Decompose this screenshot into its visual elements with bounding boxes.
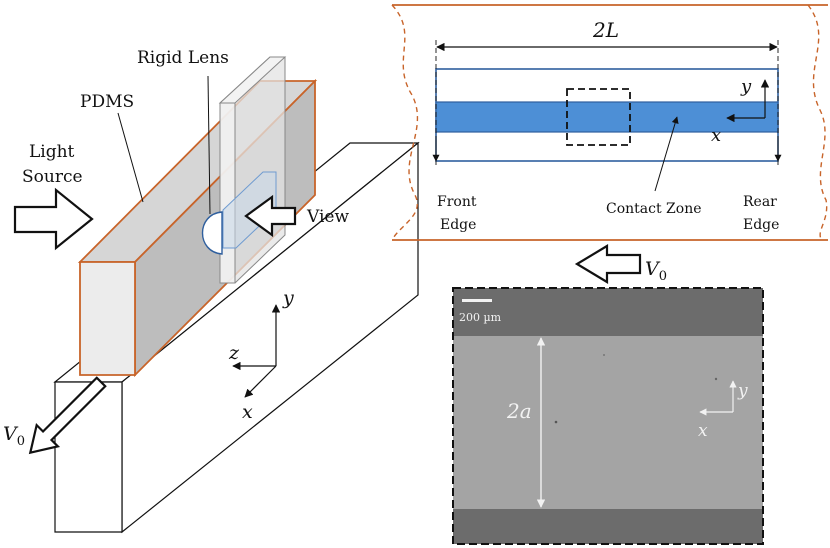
length-label: 2L: [592, 18, 619, 42]
rear-edge-label-2: Edge: [743, 217, 779, 233]
width-label: 2a: [506, 399, 532, 423]
axes-3d: [232, 304, 281, 398]
axis-x-label-schematic: x: [711, 125, 721, 146]
axis-x-3d: [244, 365, 277, 398]
velocity-arrow-right: [574, 244, 642, 284]
contact-schematic: 2L y x Front Edge Contact Zone Rear Edge: [391, 4, 828, 241]
speck: [554, 420, 558, 424]
lens-hemisphere: [201, 211, 223, 255]
contact-zone-band: [435, 101, 779, 133]
speck: [714, 377, 718, 381]
pdms-label: PDMS: [80, 92, 134, 112]
pdms-leader: [117, 112, 144, 203]
light-source-arrow: [13, 187, 94, 251]
view-label: View: [306, 207, 349, 227]
micrograph-dark-band-bottom: [453, 509, 763, 544]
lens-plate-edge: [219, 102, 236, 284]
scale-bar-label: 200 µm: [459, 311, 502, 324]
light-source-label-1: Light: [29, 142, 75, 162]
micrograph-frame: [452, 287, 764, 545]
axis-y-label-schematic: y: [740, 76, 752, 97]
speck: [603, 354, 605, 356]
lens-plate-top: [218, 56, 287, 104]
observation-window: [566, 88, 631, 146]
setup-3d: Rigid Lens PDMS Light Source View y z x …: [3, 48, 420, 534]
contact-zone-leader: [654, 116, 679, 192]
contact-zone-label: Contact Zone: [606, 201, 702, 217]
axis-z-label-3d: z: [228, 342, 240, 364]
front-edge-label-1: Front: [437, 194, 477, 210]
pdms-front-face: [79, 261, 136, 376]
micrograph-dark-band-top: [453, 288, 763, 336]
micrograph-light-band: [453, 336, 763, 509]
schematic-frame-left: [391, 4, 419, 241]
axis-y-label-micrograph: y: [737, 381, 748, 401]
velocity-label-right: V0: [645, 258, 667, 284]
scale-bar: [462, 299, 492, 302]
axis-y-label-3d: y: [282, 287, 294, 309]
view-arrow: [244, 194, 297, 238]
rear-edge-label-1: Rear: [743, 194, 777, 210]
velocity-label-left: V0: [3, 423, 25, 449]
axis-x-label-micrograph: x: [698, 421, 708, 441]
axis-x-label-3d: x: [242, 401, 253, 423]
velocity-arrow-left: [28, 376, 107, 455]
front-edge-label-2: Edge: [440, 217, 476, 233]
micrograph: 200 µm 2a y x: [452, 287, 764, 545]
rigid-lens-label: Rigid Lens: [137, 48, 229, 68]
schematic-frame-right: [807, 4, 828, 241]
light-source-label-2: Source: [22, 167, 83, 187]
rigid-lens-leader: [207, 75, 211, 215]
schematic-frame: [392, 4, 828, 241]
